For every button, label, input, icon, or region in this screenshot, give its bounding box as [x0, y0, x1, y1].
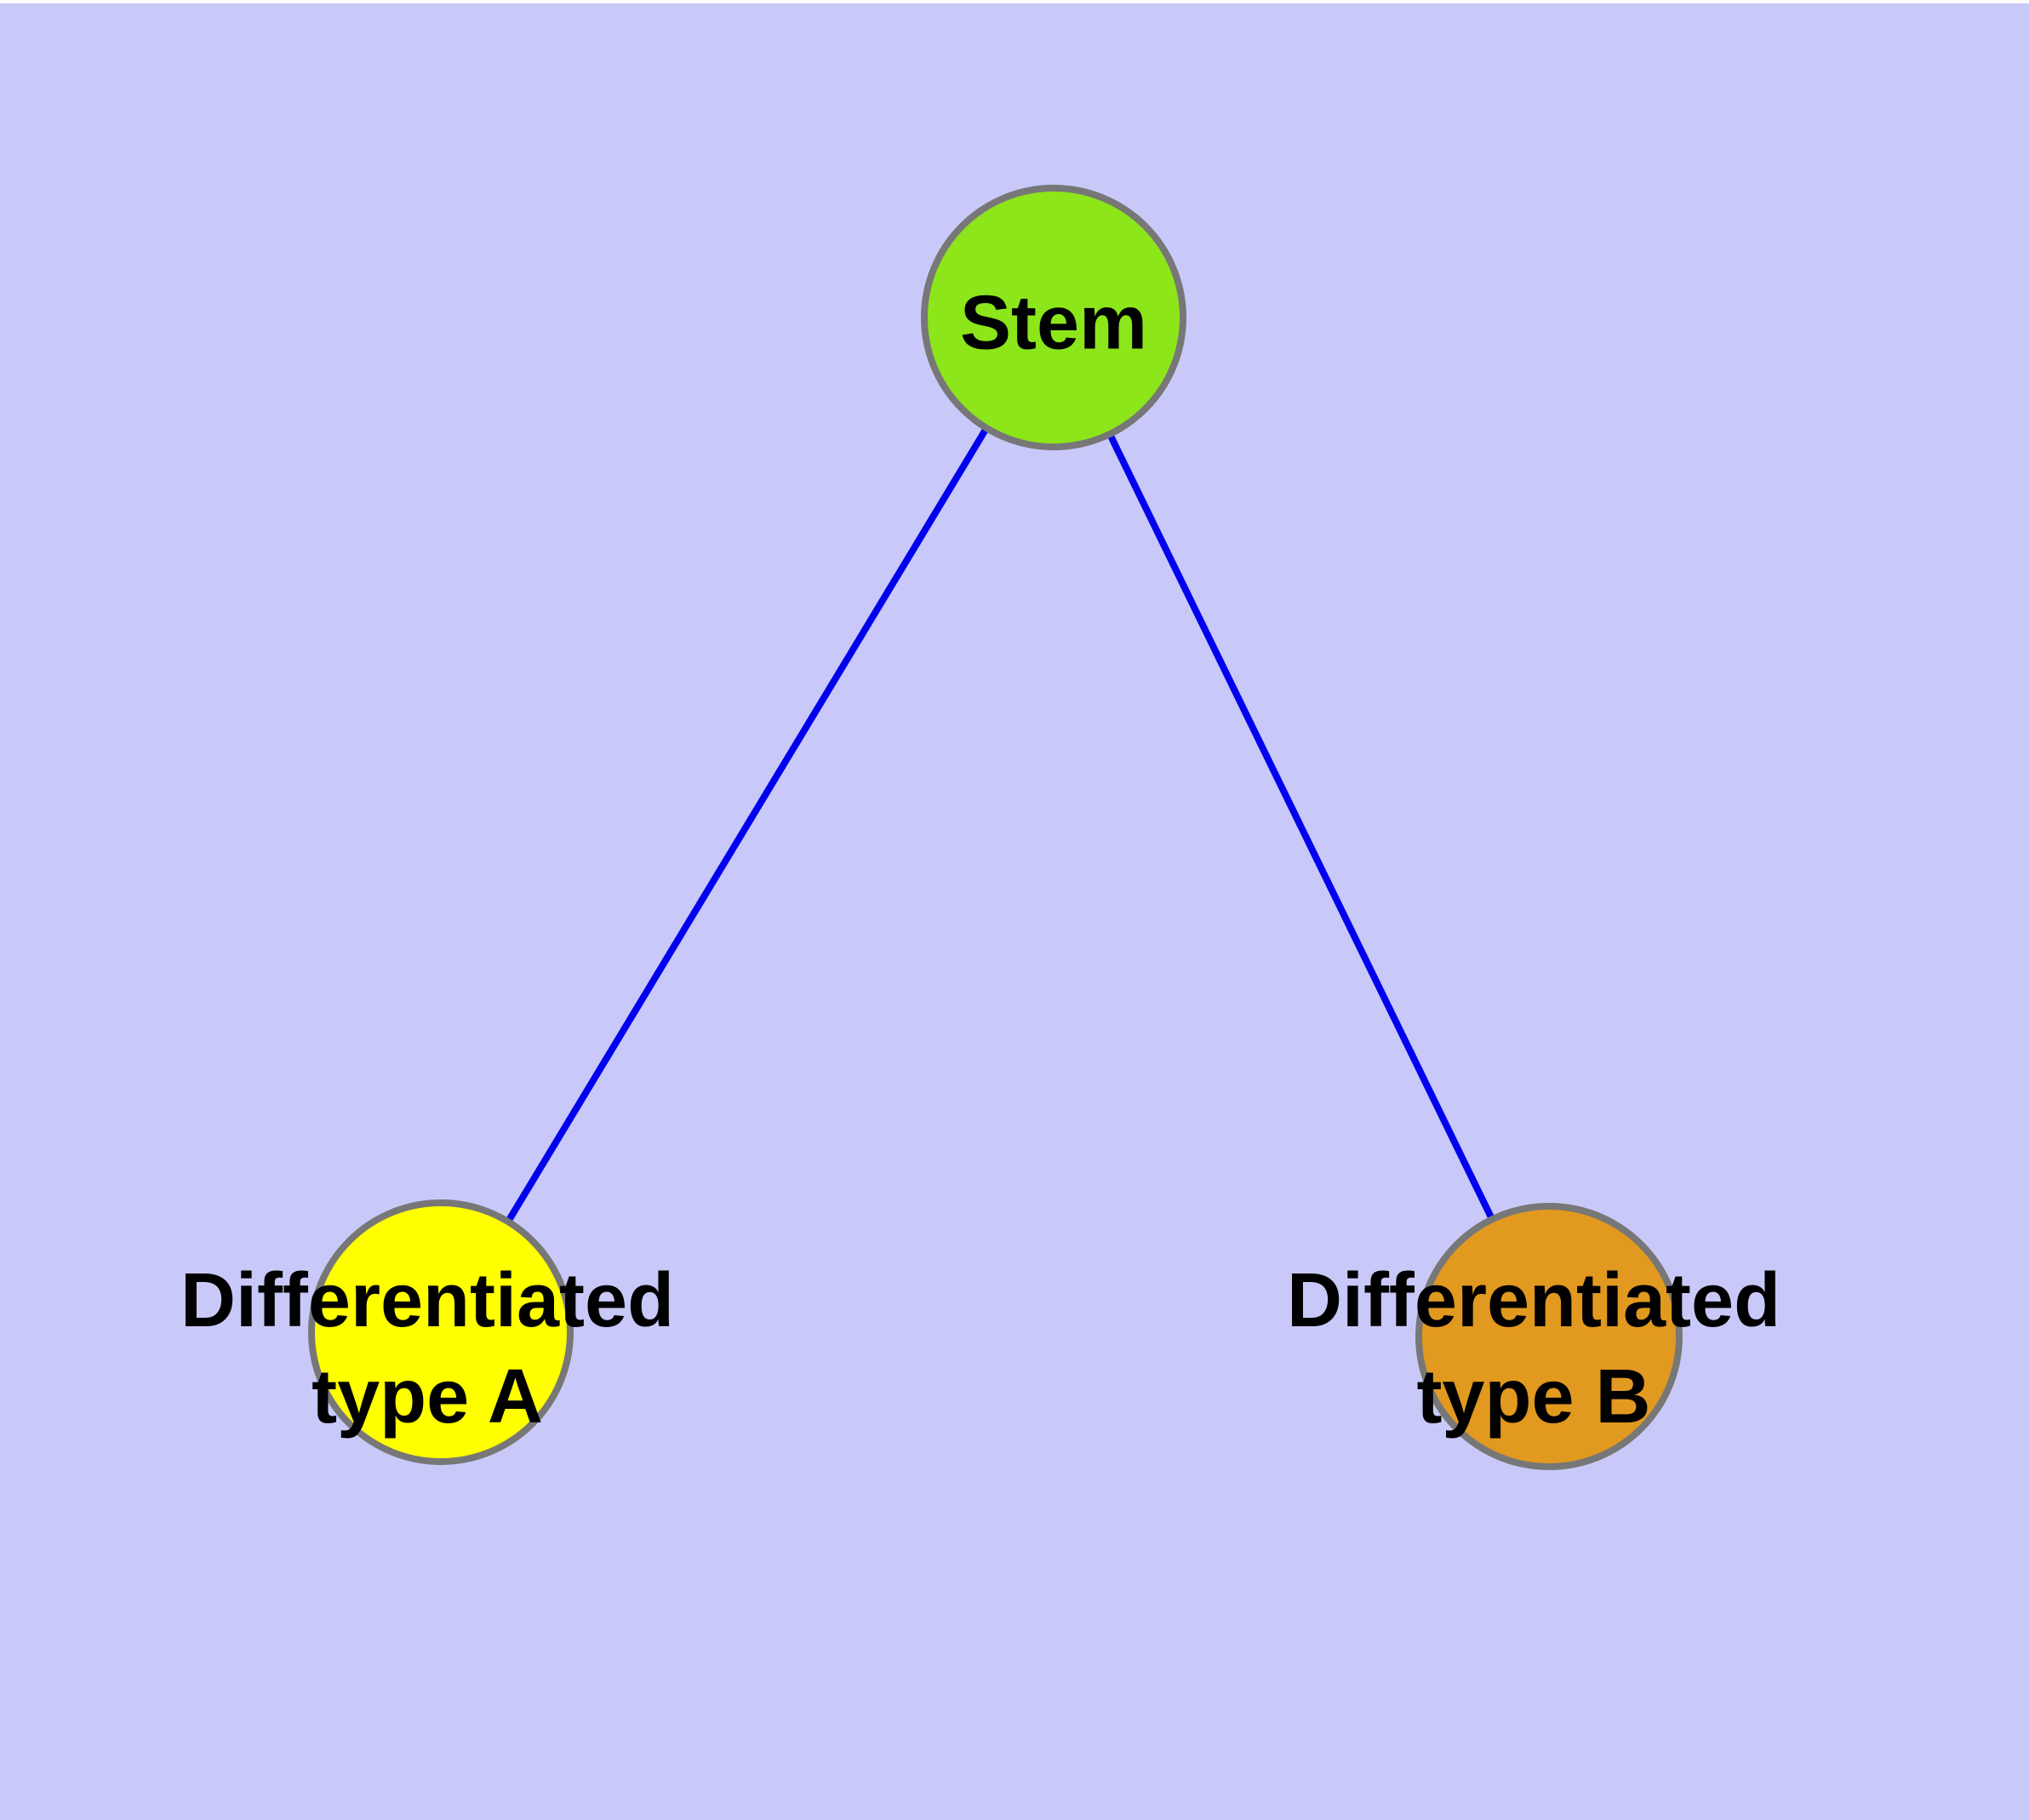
- node-differentiated-type-a: [308, 1199, 574, 1465]
- top-margin-strip: [0, 0, 2029, 3]
- edge-stem-to-type-b: [1106, 432, 1495, 1221]
- node-stem: [921, 185, 1186, 450]
- edge-stem-to-type-a: [505, 426, 990, 1224]
- node-differentiated-type-b: [1415, 1203, 1683, 1470]
